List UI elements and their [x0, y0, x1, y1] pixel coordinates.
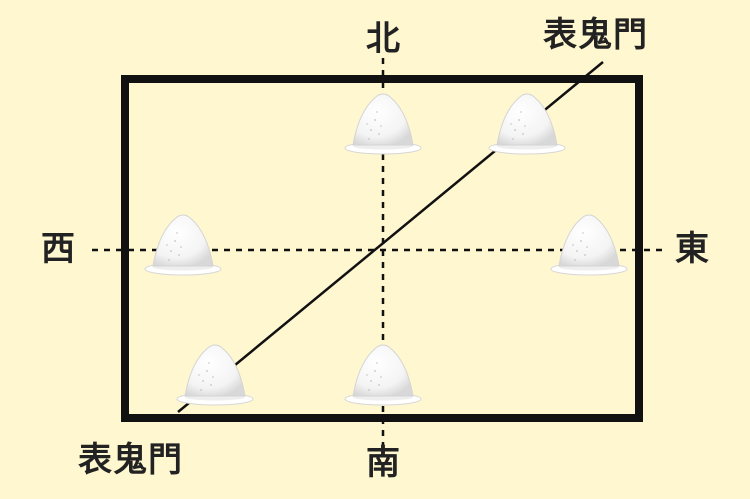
salt-mound-icon: [550, 214, 628, 276]
room-outline: [121, 75, 643, 422]
south-label: 南: [366, 443, 400, 483]
east-label: 東: [675, 229, 709, 269]
salt-mound-icon: [344, 344, 422, 406]
salt-mound-icon: [344, 93, 422, 155]
salt-mound-icon: [176, 344, 254, 406]
north-label: 北: [366, 19, 400, 59]
salt-mound-icon: [144, 214, 222, 276]
southwest-gate-label: 表鬼門: [78, 440, 183, 480]
northeast-gate-label: 表鬼門: [543, 15, 648, 55]
west-label: 西: [41, 229, 75, 269]
